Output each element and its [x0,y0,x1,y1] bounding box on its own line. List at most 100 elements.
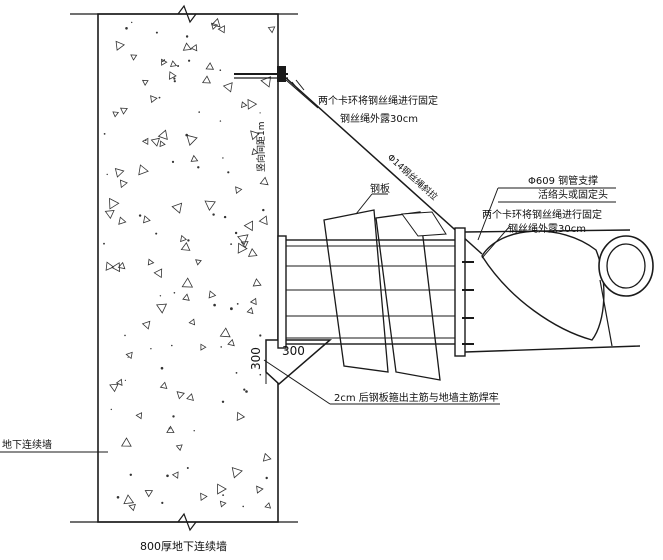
aggregate-mark [259,176,269,186]
aggregate-mark [161,58,168,66]
dimension-300-vertical: 300 [249,347,263,370]
aggregate-mark [186,134,198,146]
sand-dot [245,390,248,393]
wedge-plate-1 [323,209,389,373]
aggregate-mark [175,444,183,452]
sand-dot [172,415,175,418]
aggregate-mark [115,40,125,51]
sand-dot [155,31,158,34]
aggregate-mark [118,216,127,225]
label-wall-bottom: 800厚地下连续墙 [140,539,227,553]
aggregate-mark [252,278,262,287]
aggregate-mark [123,494,135,505]
aggregate-mark [210,22,219,30]
sand-dot [227,171,230,174]
aggregate-mark [205,62,215,70]
aggregate-mark [142,215,151,224]
aggregate-mark [125,351,133,360]
sand-dot [173,80,176,83]
aggregate-mark [112,111,120,118]
sand-dot [124,379,126,381]
sand-dot [222,157,224,159]
sand-dot [150,348,152,350]
sand-dot [259,373,262,376]
sand-dot [259,334,262,337]
aggregate-mark [195,259,202,266]
aggregate-mark [190,43,198,52]
sand-dot [221,400,225,403]
aggregate-mark [246,307,254,315]
aggregate-mark [109,383,119,393]
label-wall-spacing: 竖向间距1m [255,122,267,173]
aggregate-mark [260,76,272,88]
aggregate-mark [141,320,151,330]
aggregate-mark [219,327,231,338]
sand-dot [219,69,222,71]
aggregate-mark [256,485,264,494]
aggregate-mark [243,220,254,232]
label-wire-fix-1-line1: 两个卡环将钢丝绳进行固定 [318,94,438,107]
aggregate-mark [190,154,199,162]
aggregate-mark [130,54,138,61]
aggregate-mark [115,378,123,386]
aggregate-mark [241,101,248,109]
aggregate-mark [111,262,121,273]
aggregate-mark [159,140,166,148]
aggregate-mark [251,148,259,156]
sand-dot [116,496,120,499]
aggregate-mark [117,261,126,270]
sand-dot [234,231,238,235]
aggregate-mark [105,261,115,271]
wall-concrete-body [97,13,279,523]
aggregate-mark [182,293,190,301]
aggregate-mark [181,277,194,288]
label-steel-plate: 钢板 [370,182,390,195]
sand-dot [197,166,200,169]
aggregate-mark [159,381,168,390]
aggregate-mark [219,500,227,508]
sand-dot [173,77,176,80]
aggregate-mark [237,234,249,246]
aggregate-mark [267,26,276,34]
aggregate-mark [119,107,128,115]
sand-dot [236,303,239,305]
sand-dot [125,27,128,30]
diaphragm-wall [70,4,298,532]
aggregate-mark [201,75,211,84]
end-plate-wall-side [277,235,287,349]
label-wire-fix-2-line1: 两个卡环将钢丝绳进行固定 [482,208,602,221]
label-wire-rope: Φ14钢丝绳斜拉 [385,151,440,202]
sand-dot [155,232,158,235]
sand-dot [188,59,191,62]
sand-dot [230,243,233,246]
aggregate-mark [247,98,258,110]
bolt-row [462,261,474,345]
label-wall-side: 地下连续墙 [2,438,52,451]
sand-dot [103,133,106,135]
aggregate-mark [211,17,221,28]
aggregate-mark [217,483,227,495]
aggregate-mark [237,242,248,254]
sand-dot [124,334,126,337]
aggregate-mark [188,318,196,326]
sand-dot [106,173,108,176]
aggregate-mark [138,164,149,176]
aggregate-mark [157,129,168,141]
break-symbol-bottom [177,512,197,532]
aggregate-mark [109,197,120,210]
concrete-hatching [103,17,276,512]
sand-dot [262,208,265,212]
aggregate-mark [166,425,175,433]
aggregate-mark [236,411,246,422]
sand-dot [235,372,238,374]
aggregate-mark [217,25,225,34]
aggregate-mark [128,503,136,512]
steel-pipe [464,229,654,353]
sand-dot [193,430,195,432]
aggregate-mark [186,393,194,401]
aggregate-mark [200,343,207,351]
sand-dot [265,476,268,480]
sand-dot [177,65,180,67]
aggregate-mark [180,234,187,243]
